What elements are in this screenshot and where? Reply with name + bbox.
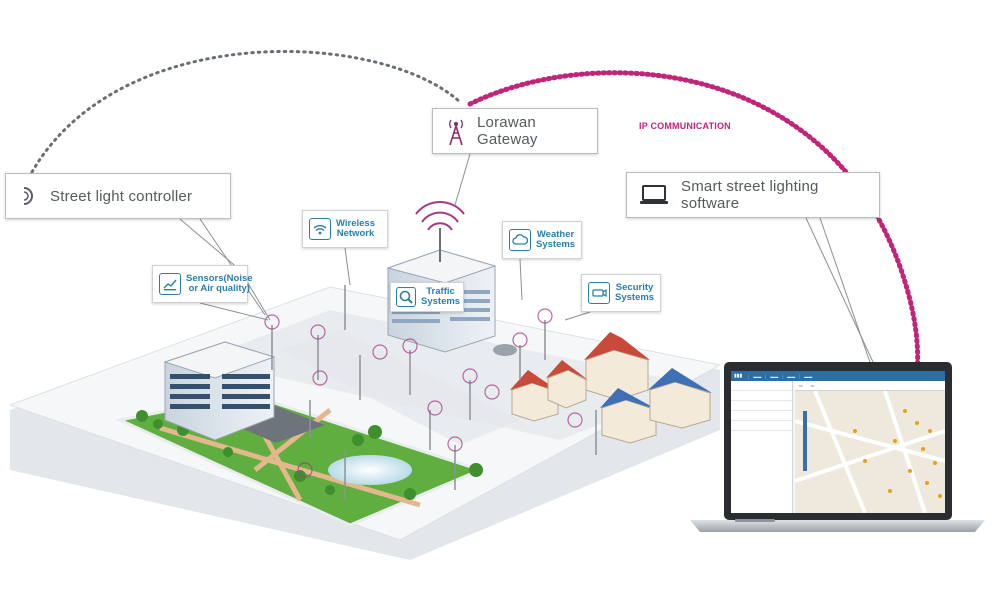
dashboard-toolbar: ▭ ▭ — [795, 381, 945, 391]
wireless-label-line1: Wireless — [336, 218, 375, 229]
sidebar-item — [731, 381, 792, 391]
dashboard-tab: ▬▬ — [748, 373, 765, 379]
smart-software-label: Smart street lighting software — [681, 178, 819, 212]
car — [493, 344, 517, 356]
toolbar-item: ▭ — [810, 383, 815, 388]
magnifier-icon — [396, 287, 416, 307]
security-systems-callout: Security Systems — [581, 274, 661, 312]
half-circle-icon — [20, 185, 36, 207]
dashboard-tab: ▬▬ — [782, 373, 799, 379]
street-light-controller-callout: Street light controller — [5, 173, 231, 219]
lorawan-gateway-label: Lorawan Gateway — [477, 114, 538, 148]
houses — [510, 332, 712, 444]
antenna-tower-icon — [445, 116, 467, 146]
sensor-icon — [159, 273, 181, 295]
security-label-line1: Security — [615, 282, 654, 293]
sidebar-subitem — [731, 443, 792, 449]
software-dashboard-screen: ▮▮▮ ▬▬ ▬▬ ▬▬ ▬▬ ▭ ▭ — [731, 371, 945, 513]
gateway-building — [386, 201, 497, 353]
sensors-label-line2: or Air quality) — [188, 283, 250, 294]
wireless-label-line2: Network — [336, 228, 375, 239]
sensors-label-line1: Sensors(Noise — [186, 273, 253, 284]
dashboard-sidebar — [731, 381, 793, 513]
street-light-controller-label: Street light controller — [50, 187, 193, 205]
sidebar-item — [731, 391, 792, 401]
laptop-icon — [639, 184, 669, 206]
controller-arc — [30, 50, 462, 174]
camera-icon — [588, 282, 610, 304]
office-building — [163, 341, 276, 441]
dashboard-map — [795, 391, 945, 513]
security-label-line2: Systems — [615, 292, 655, 303]
sidebar-item — [731, 401, 792, 411]
sidebar-item — [731, 421, 792, 431]
wireless-network-callout: Wireless Network — [302, 210, 388, 248]
toolbar-item: ▭ — [799, 383, 803, 388]
traffic-systems-callout: Traffic Systems — [390, 282, 464, 312]
street-lights — [271, 285, 597, 500]
traffic-label-line1: Traffic — [426, 286, 455, 297]
sidebar-item — [731, 411, 792, 421]
dashboard-logo: ▮▮▮ — [734, 373, 743, 379]
traffic-label-line2: Systems — [421, 296, 461, 307]
cloud-icon — [509, 229, 531, 251]
ip-communication-label: IP COMMUNICATION — [639, 121, 731, 131]
sensors-callout: Sensors(Noise or Air quality) — [152, 265, 253, 303]
smart-software-callout: Smart street lighting software — [626, 172, 880, 218]
signal-halos — [264, 308, 583, 478]
dashboard-tab: ▬▬ — [799, 373, 816, 379]
lorawan-gateway-callout: Lorawan Gateway — [432, 108, 598, 154]
wifi-icon — [309, 218, 331, 240]
weather-label-line1: Weather — [536, 229, 575, 240]
dashboard-tab: ▬▬ — [765, 373, 782, 379]
weather-label-line2: Systems — [536, 239, 576, 250]
dashboard-topbar: ▮▮▮ ▬▬ ▬▬ ▬▬ ▬▬ — [731, 371, 945, 381]
weather-systems-callout: Weather Systems — [502, 221, 582, 259]
